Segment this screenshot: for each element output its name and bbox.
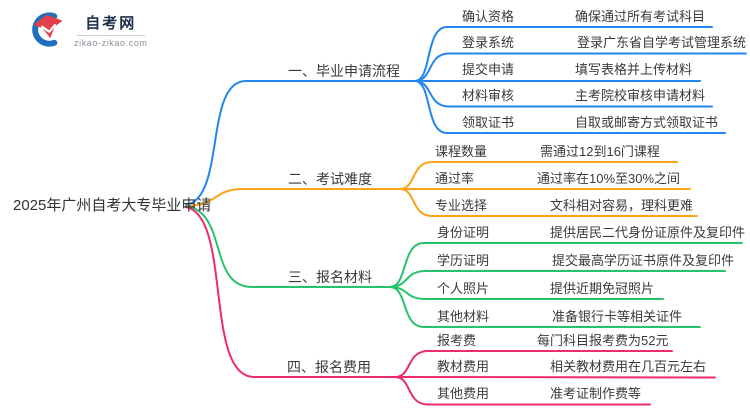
branch1-child4-label[interactable]: 材料审核: [462, 88, 515, 103]
branch3-child2-desc[interactable]: 提交最高学历证书原件及复印件: [552, 253, 735, 268]
branch2-child3-label[interactable]: 专业选择: [435, 198, 488, 213]
branch2-child2-desc[interactable]: 通过率在10%至30%之间: [537, 171, 681, 186]
branch4-child3-label[interactable]: 其他费用: [437, 386, 490, 401]
branch4-child2-label[interactable]: 教材费用: [437, 359, 490, 374]
branch2-child3-desc[interactable]: 文科相对容易，理科更难: [550, 198, 694, 213]
branch1-child2-desc[interactable]: 登录广东省自学考试管理系统: [577, 35, 747, 50]
branch1-child5-label[interactable]: 领取证书: [462, 115, 515, 130]
branch3-child2-label[interactable]: 学历证明: [437, 253, 490, 268]
branch3-child4-desc[interactable]: 准备银行卡等相关证件: [552, 309, 683, 324]
branch1-label[interactable]: 一、毕业申请流程: [288, 63, 400, 79]
logo-title: 自考网: [85, 15, 137, 32]
branch3-lines: [185, 205, 743, 328]
branch4-child1-desc[interactable]: 每门科目报考费为52元: [537, 333, 669, 348]
central-topic[interactable]: 2025年广州自考大专毕业申请: [13, 197, 212, 214]
branch4-lines: [185, 206, 716, 406]
branch4-child1-label[interactable]: 报考费: [437, 333, 477, 348]
branch2-child2-label[interactable]: 通过率: [435, 171, 475, 186]
branch2-child1-desc[interactable]: 需通过12到16门课程: [540, 144, 660, 159]
logo-divider: [76, 35, 145, 36]
branch3-child1-label[interactable]: 身份证明: [437, 225, 490, 240]
branch3-child3-label[interactable]: 个人照片: [437, 281, 490, 296]
branch3-child1-desc[interactable]: 提供居民二代身份证原件及复印件: [550, 225, 746, 240]
branch4-label[interactable]: 四、报名费用: [287, 359, 371, 375]
branch4-child3-desc[interactable]: 准考证制作费等: [550, 386, 642, 401]
branch3-child4-label[interactable]: 其他材料: [437, 309, 490, 324]
branch2-label[interactable]: 二、考试难度: [288, 171, 372, 187]
branch2-child1-label[interactable]: 课程数量: [435, 144, 488, 159]
branch1-lines: [185, 26, 747, 206]
branch1-child2-label[interactable]: 登录系统: [462, 35, 515, 50]
branch3-label[interactable]: 三、报名材料: [288, 269, 372, 285]
logo-domain: zikao-zikao.com: [74, 38, 148, 48]
branch1-child1-label[interactable]: 确认资格: [462, 9, 515, 24]
graduation-cap-icon: [26, 9, 68, 51]
branch1-child5-desc[interactable]: 自取或邮寄方式领取证书: [575, 115, 719, 130]
branch2-lines: [185, 161, 698, 217]
logo-text-block: 自考网 zikao-zikao.com: [74, 12, 148, 48]
branch1-child3-label[interactable]: 提交申请: [462, 62, 515, 77]
branch3-child3-desc[interactable]: 提供近期免冠照片: [550, 281, 655, 296]
branch1-child3-desc[interactable]: 填写表格并上传材料: [575, 62, 693, 77]
site-logo: 自考网 zikao-zikao.com: [26, 9, 148, 51]
branch1-child1-desc[interactable]: 确保通过所有考试科目: [575, 9, 706, 24]
branch1-child4-desc[interactable]: 主考院校审核申请材料: [575, 88, 706, 103]
branch4-child2-desc[interactable]: 相关教材费用在几百元左右: [550, 359, 707, 374]
